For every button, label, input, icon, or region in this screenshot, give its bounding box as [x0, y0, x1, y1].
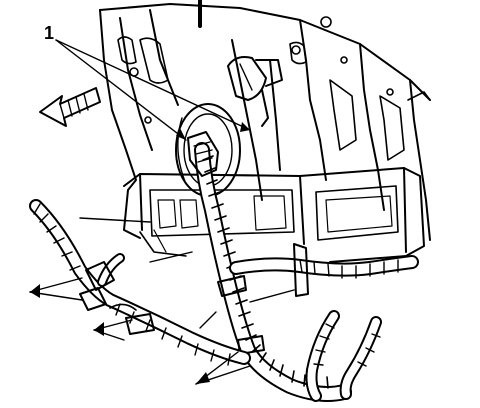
direction-arrow-icon	[39, 87, 101, 127]
left-branch-harness	[29, 199, 251, 366]
callout-leaders	[29, 39, 295, 385]
leader-arrowheads	[30, 122, 250, 384]
callout-number-1: 1	[44, 23, 55, 43]
engine-block	[99, 0, 431, 241]
main-wiring-harness	[187, 131, 352, 402]
oil-pan	[123, 167, 425, 263]
lower-right-harness	[305, 310, 382, 402]
right-branch-harness	[229, 243, 419, 297]
upper-sensor-connector	[227, 56, 283, 127]
